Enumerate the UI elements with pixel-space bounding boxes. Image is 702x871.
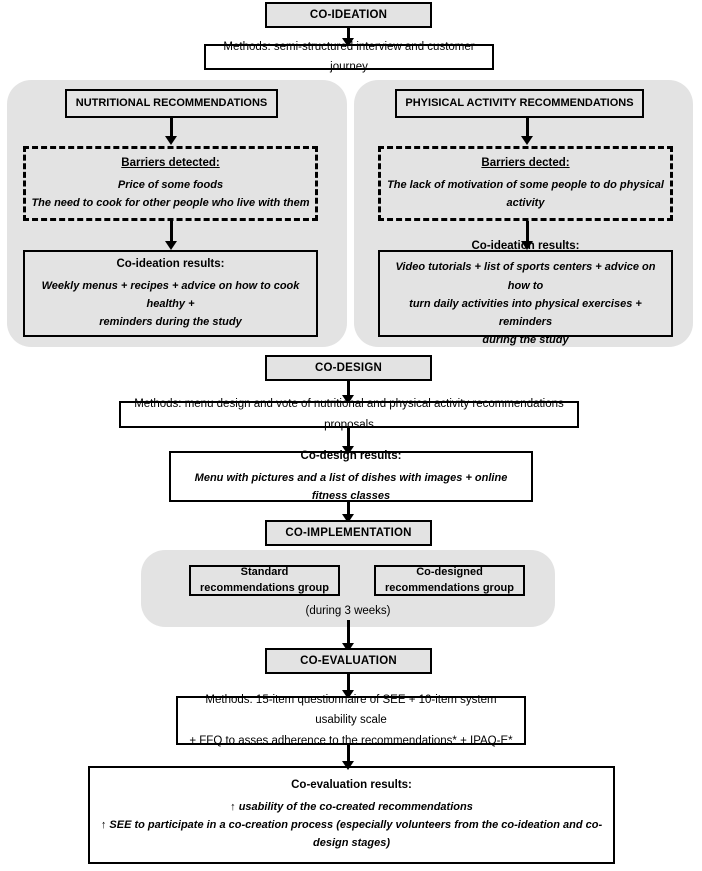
arrowhead-codesign-to-methods	[342, 395, 354, 404]
methods-co-design-text: Methods: menu design and vote of nutriti…	[134, 398, 564, 431]
stage-co-evaluation[interactable]: CO-EVALUATION	[265, 648, 432, 674]
box-methods-co-ideation[interactable]: Methods: semi-structured interview and c…	[204, 41, 494, 73]
co-design-results-heading: Co-design results:	[300, 450, 402, 463]
standard-group-line-2: recommendations group	[200, 581, 329, 594]
panel-co-implementation-groups	[141, 550, 555, 627]
panel-physical-branch	[354, 80, 693, 347]
box-co-design-results[interactable]: Co-design results: Menu with pictures an…	[169, 450, 533, 502]
arrowhead-codesign-results-to-coimpl	[342, 514, 354, 523]
arrowhead-physical-to-barriers	[521, 136, 533, 145]
box-physical-coideation-results[interactable]: Co-ideation results: Video tutorials + l…	[378, 240, 673, 346]
physical-results-line-2: turn daily activities into physical exer…	[409, 297, 642, 328]
box-co-evaluation-results[interactable]: Co-evaluation results: ↑ usability of th…	[88, 766, 615, 864]
arrowhead-coeval-methods-to-results	[342, 761, 354, 770]
arrowhead-coideation-to-methods	[342, 38, 354, 47]
connector-codesign-methods-to-results	[347, 428, 350, 448]
box-methods-co-design[interactable]: Methods: menu design and vote of nutriti…	[119, 398, 579, 431]
box-methods-co-evaluation[interactable]: Methods: 15-item questionnaire of SEE + …	[176, 694, 526, 747]
codesigned-group-line-1: Co-designed	[416, 565, 483, 578]
arrowhead-nutritional-to-barriers	[165, 136, 177, 145]
co-design-results-line-1: Menu with pictures and a list of dishes …	[194, 471, 508, 502]
panel-nutritional-branch	[7, 80, 347, 347]
stage-co-ideation-label: CO-IDEATION	[309, 8, 388, 21]
box-nutritional-coideation-results[interactable]: Co-ideation results: Weekly menus + reci…	[23, 250, 318, 337]
box-nutritional-barriers[interactable]: Barriers detected: Price of some foods T…	[23, 146, 318, 221]
arrowhead-coimpl-to-coeval	[342, 643, 354, 652]
box-codesigned-recommendations-group[interactable]: Co-designed recommendations group	[374, 565, 525, 596]
stage-co-design-label: CO-DESIGN	[315, 361, 382, 374]
connector-coideation-to-methods	[347, 28, 350, 40]
arrowhead-nutritional-barriers-to-results	[165, 241, 177, 250]
connector-codesign-to-methods	[347, 381, 350, 397]
box-nutritional-recommendations[interactable]: NUTRITIONAL RECOMMENDATIONS	[65, 89, 278, 118]
stage-co-design[interactable]: CO-DESIGN	[265, 355, 432, 381]
methods-co-evaluation-line-2: + FFQ to asses adherence to the recommen…	[189, 734, 513, 747]
stage-co-evaluation-label: CO-EVALUATION	[300, 654, 397, 667]
co-implementation-duration: (during 3 weeks)	[305, 605, 391, 617]
physical-barriers-heading: Barriers dected:	[481, 157, 570, 170]
box-standard-recommendations-group[interactable]: Standard recommendations group	[189, 565, 340, 596]
connector-nutritional-to-barriers	[170, 118, 173, 138]
physical-barrier-item-1: The lack of motivation of some people to…	[387, 178, 664, 209]
physical-results-heading: Co-ideation results:	[471, 239, 580, 252]
stage-co-implementation[interactable]: CO-IMPLEMENTATION	[265, 520, 432, 546]
connector-coeval-to-methods	[347, 674, 350, 692]
methods-co-ideation-text: Methods: semi-structured interview and c…	[223, 40, 475, 73]
standard-group-line-1: Standard	[240, 565, 289, 578]
methods-co-evaluation-line-1: Methods: 15-item questionnaire of SEE + …	[205, 694, 497, 727]
nutritional-barrier-item-1: Price of some foods	[117, 178, 224, 191]
connector-codesign-results-to-coimpl	[347, 502, 350, 516]
nutritional-results-heading: Co-ideation results:	[116, 257, 225, 270]
nutritional-heading: NUTRITIONAL RECOMMENDATIONS	[75, 96, 268, 109]
co-evaluation-results-line-2: ↑ SEE to participate in a co-creation pr…	[100, 818, 603, 849]
connector-coimpl-to-coeval	[347, 620, 350, 648]
co-evaluation-results-heading: Co-evaluation results:	[291, 779, 412, 791]
co-evaluation-results-line-1: ↑ usability of the co-created recommenda…	[230, 800, 473, 813]
stage-co-ideation[interactable]: CO-IDEATION	[265, 2, 432, 28]
connector-nutritional-barriers-to-results	[170, 221, 173, 243]
connector-physical-barriers-to-results	[526, 221, 529, 243]
connector-coeval-methods-to-results	[347, 745, 350, 763]
connector-physical-to-barriers	[526, 118, 529, 138]
box-physical-barriers[interactable]: Barriers dected: The lack of motivation …	[378, 146, 673, 221]
nutritional-results-line-1: Weekly menus + recipes + advice on how t…	[41, 279, 300, 310]
nutritional-results-line-2: reminders during the study	[99, 315, 242, 328]
physical-results-line-1: Video tutorials + list of sports centers…	[395, 261, 656, 292]
nutritional-barrier-item-2: The need to cook for other people who li…	[31, 196, 310, 209]
nutritional-barriers-heading: Barriers detected:	[121, 157, 220, 170]
physical-results-line-3: during the study	[482, 334, 569, 347]
codesigned-group-line-2: recommendations group	[385, 581, 514, 594]
physical-heading: PHYISICAL ACTIVITY RECOMMENDATIONS	[405, 96, 634, 109]
arrowhead-physical-barriers-to-results	[521, 241, 533, 250]
box-physical-recommendations[interactable]: PHYISICAL ACTIVITY RECOMMENDATIONS	[395, 89, 644, 118]
arrowhead-coeval-to-methods	[342, 690, 354, 699]
arrowhead-codesign-methods-to-results	[342, 446, 354, 455]
stage-co-implementation-label: CO-IMPLEMENTATION	[285, 526, 412, 539]
